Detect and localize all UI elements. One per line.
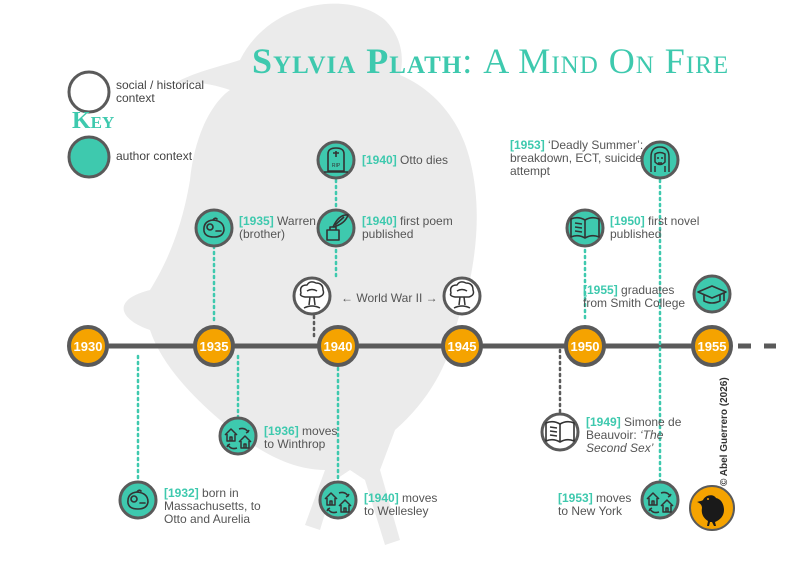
ww2-start-mushroom-cloud-icon	[292, 276, 332, 316]
event-1950-text: [1950] first novel published	[610, 214, 700, 241]
svg-text:1945: 1945	[448, 339, 477, 354]
ww2-end-mushroom-cloud-icon	[442, 276, 482, 316]
event-1953-moves-text: [1953] moves to New York	[558, 491, 632, 518]
event-1955-graduation-cap-icon	[692, 274, 732, 314]
year-node-1955: 1955	[691, 325, 733, 367]
svg-text:© Abel Guerrero (2026): © Abel Guerrero (2026)	[719, 377, 730, 486]
key-author-label: author context	[116, 149, 193, 163]
event-1935-baby-icon	[194, 208, 234, 248]
svg-text:1935: 1935	[200, 339, 229, 354]
title-main: Sylvia Plath	[252, 41, 463, 81]
title-sub: A Mind On Fire	[483, 41, 730, 81]
event-1940-moves-house-icon	[318, 480, 358, 520]
event-1936-text: [1936] moves to Winthrop	[264, 424, 338, 451]
copyright-credit: © Abel Guerrero (2026)	[719, 377, 730, 486]
event-1955-text: [1955] graduates from Smith College	[583, 283, 686, 310]
ww2-label: ← World War II →	[341, 291, 438, 305]
event-1950-book-icon	[565, 208, 605, 248]
page-title: Sylvia Plath: A Mind On Fire	[252, 40, 729, 82]
crow-silhouette-icon	[123, 3, 477, 545]
crow-logo-icon	[689, 485, 735, 531]
svg-text:1955: 1955	[698, 339, 727, 354]
year-node-1950: 1950	[564, 325, 606, 367]
key-social-circle	[67, 70, 111, 114]
year-node-1940: 1940	[317, 325, 359, 367]
event-1940-moves-text: [1940] moves to Wellesley	[364, 491, 438, 518]
event-1949-text: [1949] Simone de Beauvoir: ‘The Second S…	[586, 415, 682, 455]
key-author-circle	[67, 135, 111, 179]
event-1935-text: [1935] Warren (brother)	[239, 214, 316, 241]
event-1953-moves-house-icon	[640, 480, 680, 520]
year-node-1930: 1930	[67, 325, 109, 367]
key-social-label: social / historical context	[116, 78, 205, 105]
event-1940-quill-icon	[316, 208, 356, 248]
key-heading: Key	[72, 108, 115, 134]
svg-text:1930: 1930	[74, 339, 103, 354]
year-node-1945: 1945	[441, 325, 483, 367]
svg-text:1940: 1940	[324, 339, 353, 354]
event-1936-house-icon	[218, 416, 258, 456]
event-1953-face-icon	[640, 140, 680, 180]
event-1953-summer-text: [1953] ‘Deadly Summer’: breakdown, ECT, …	[510, 138, 644, 178]
event-1932-baby-icon	[118, 480, 158, 520]
event-1940-dies-text: [1940] Otto dies	[362, 153, 449, 167]
event-1940-tombstone-icon: RIP	[316, 140, 356, 180]
event-1949-book-icon	[540, 412, 580, 452]
svg-text:1950: 1950	[571, 339, 600, 354]
title-colon: :	[462, 41, 474, 81]
svg-text:RIP: RIP	[332, 163, 341, 169]
year-node-1935: 1935	[193, 325, 235, 367]
event-1940-poem-text: [1940] first poem published	[362, 214, 453, 241]
event-1932-text: [1932] born in Massachusetts, to Otto an…	[164, 486, 261, 526]
